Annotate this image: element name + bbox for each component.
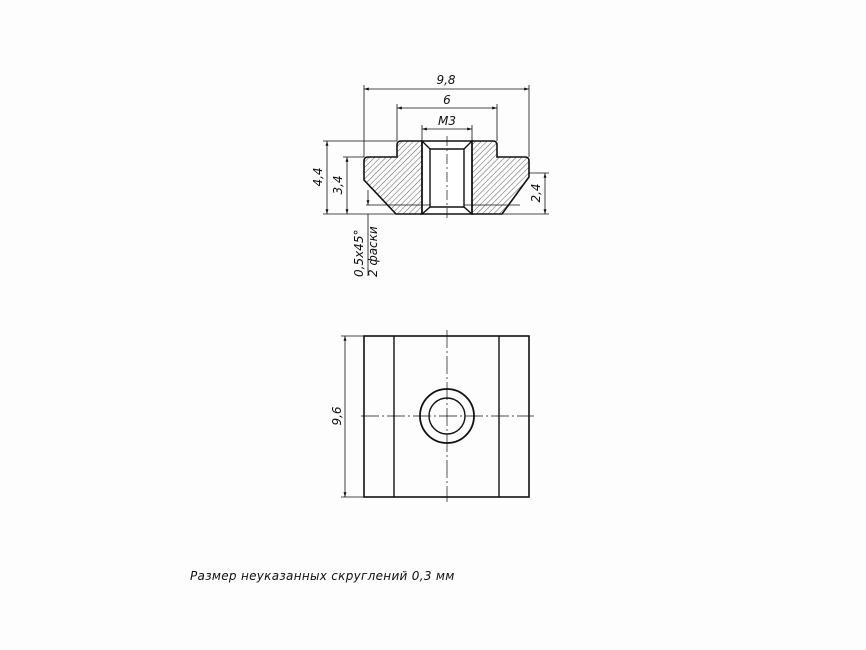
- dim-length: 9,6: [330, 406, 344, 425]
- chamfer-note-line2: 2 фаски: [366, 226, 380, 277]
- dim-shoulder-height: 3,4: [331, 175, 345, 194]
- dim-total-height: 4,4: [311, 167, 325, 186]
- drawing-note: Размер неуказанных скруглений 0,3 мм: [190, 569, 455, 583]
- dim-overall-width: 9,8: [436, 73, 455, 87]
- section-left-hatched: [363, 140, 423, 215]
- dim-top-width: 6: [443, 93, 451, 107]
- dim-flange-height: 2,4: [529, 183, 543, 202]
- dim-thread: M3: [438, 114, 456, 128]
- section-right-hatched: [471, 140, 530, 215]
- chamfer-note-line1: 0,5x45°: [352, 230, 366, 277]
- plan-view: [341, 330, 534, 502]
- plan-outline: [363, 335, 530, 498]
- section-dimension-labels: 9,8 6 M3 4,4 3,4 2,4 0,5x45° 2 фаски: [311, 73, 543, 277]
- section-view: [323, 85, 549, 276]
